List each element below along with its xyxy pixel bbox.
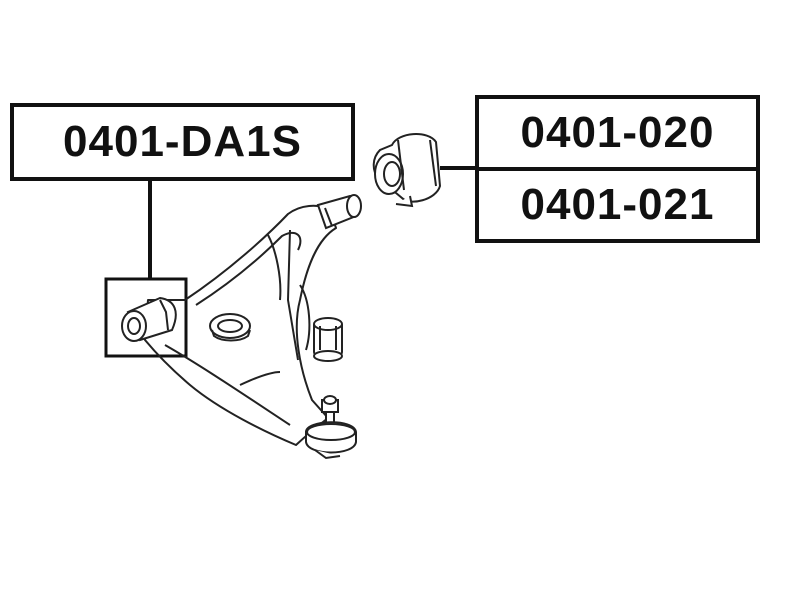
ball-joint (305, 395, 357, 460)
highlight-box-rear-bushing (104, 277, 188, 358)
small-bushing (313, 317, 343, 362)
front-pivot-bushing (316, 194, 362, 230)
lower-control-arm (144, 204, 337, 446)
part-number-label-right-bottom: 0401-021 (475, 167, 760, 243)
ring-washer (209, 313, 251, 342)
part-number-label-main: 0401-DA1S (10, 103, 355, 181)
rear-bushing (121, 296, 177, 342)
part-number-text: 0401-021 (520, 180, 715, 229)
part-number-text: 0401-DA1S (63, 117, 302, 166)
part-number-text: 0401-020 (520, 108, 715, 157)
part-number-label-right-top: 0401-020 (475, 95, 760, 171)
control-arm-bushing (372, 133, 442, 208)
